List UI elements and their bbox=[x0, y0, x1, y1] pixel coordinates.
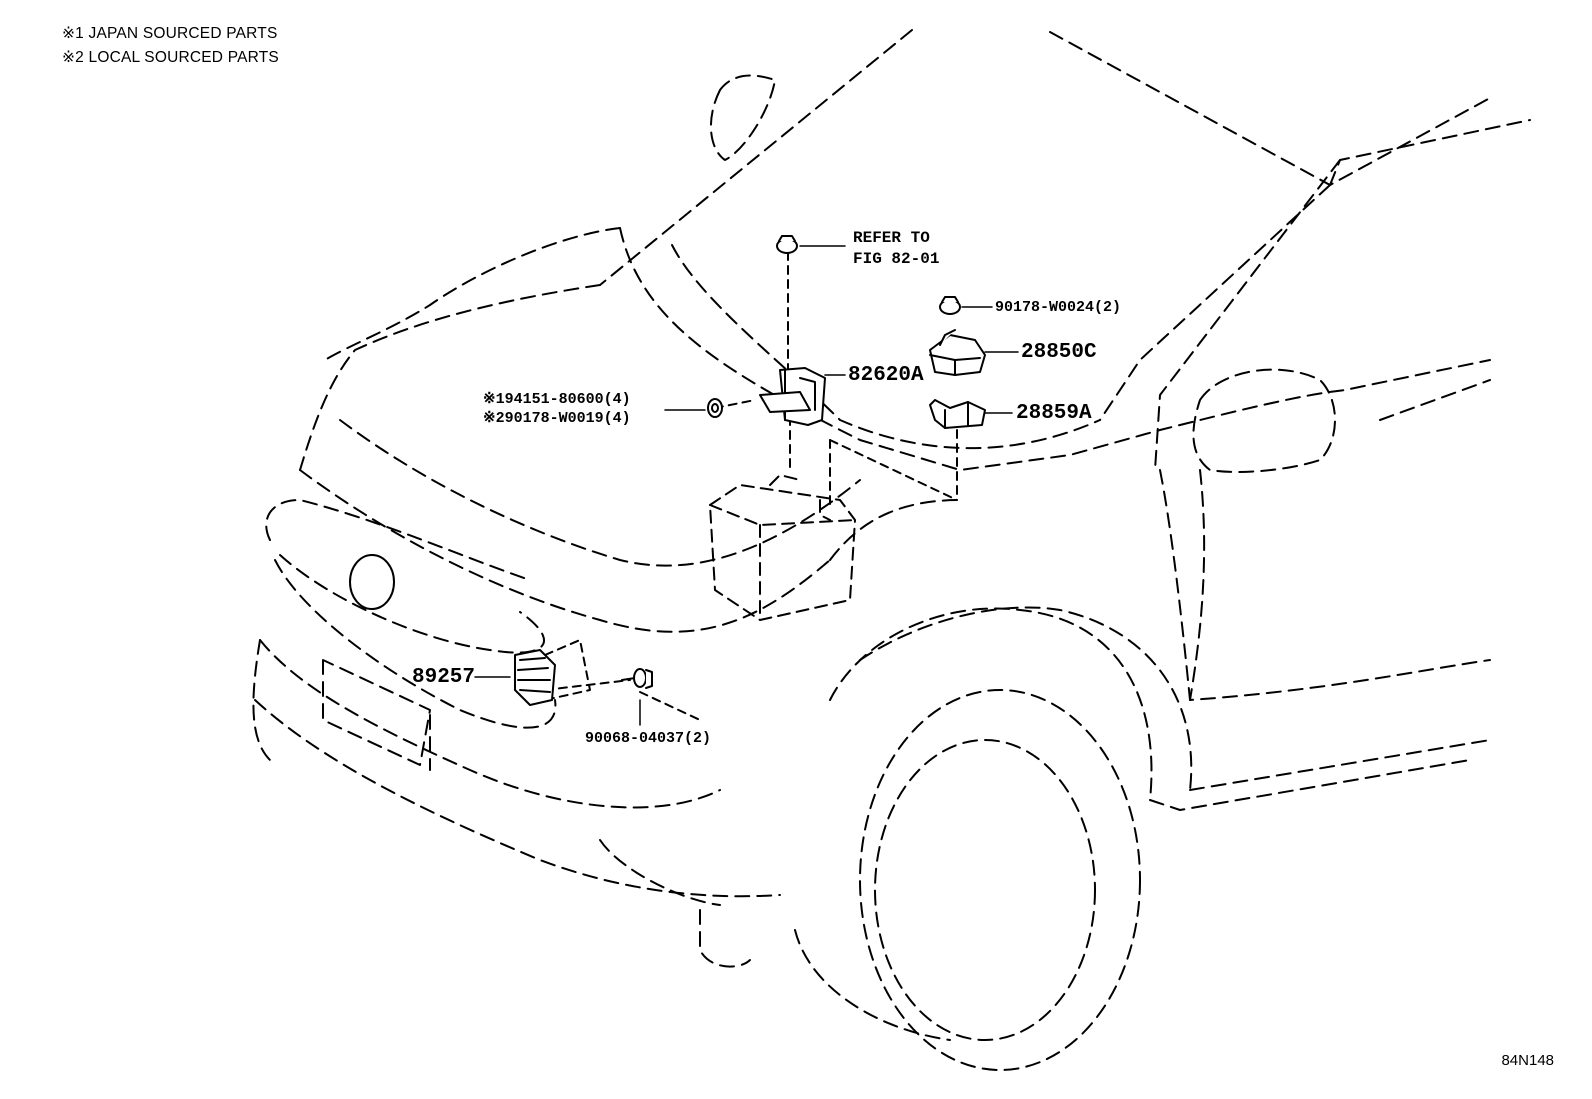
nut-upper-icon bbox=[776, 235, 798, 254]
sensor-89257-icon bbox=[514, 649, 556, 706]
label-90068-04037: 90068-04037(2) bbox=[585, 730, 712, 747]
vehicle-outline bbox=[252, 29, 1531, 1071]
headlamp-lens bbox=[349, 554, 395, 610]
clip-194151-icon bbox=[707, 398, 723, 418]
callout-leaders bbox=[474, 245, 1019, 726]
figure-code: 84N148 bbox=[1501, 1052, 1554, 1069]
label-28850c: 28850C bbox=[1021, 341, 1097, 364]
label-refer-fig: FIG 82-01 bbox=[853, 250, 940, 268]
label-90178-w0024: 90178-W0024(2) bbox=[995, 299, 1122, 316]
nut-90178-icon bbox=[939, 296, 961, 315]
label-82620a: 82620A bbox=[848, 364, 924, 387]
bracket-82620a-icon bbox=[759, 367, 826, 426]
label-194151-80600: ※194151-80600(4) bbox=[483, 391, 631, 408]
legend-japan-sourced: ※1 JAPAN SOURCED PARTS bbox=[62, 25, 278, 42]
sensor-28850c-icon bbox=[929, 329, 986, 376]
label-28859a: 28859A bbox=[1016, 402, 1092, 425]
label-refer-to: REFER TO bbox=[853, 229, 930, 247]
bracket-28859a-icon bbox=[929, 399, 986, 429]
legend-local-sourced: ※2 LOCAL SOURCED PARTS bbox=[62, 49, 279, 66]
label-89257: 89257 bbox=[412, 666, 476, 689]
battery-outline bbox=[709, 474, 856, 621]
label-290178-w0019: ※290178-W0019(4) bbox=[483, 410, 631, 427]
bolt-90068-icon bbox=[621, 668, 653, 689]
